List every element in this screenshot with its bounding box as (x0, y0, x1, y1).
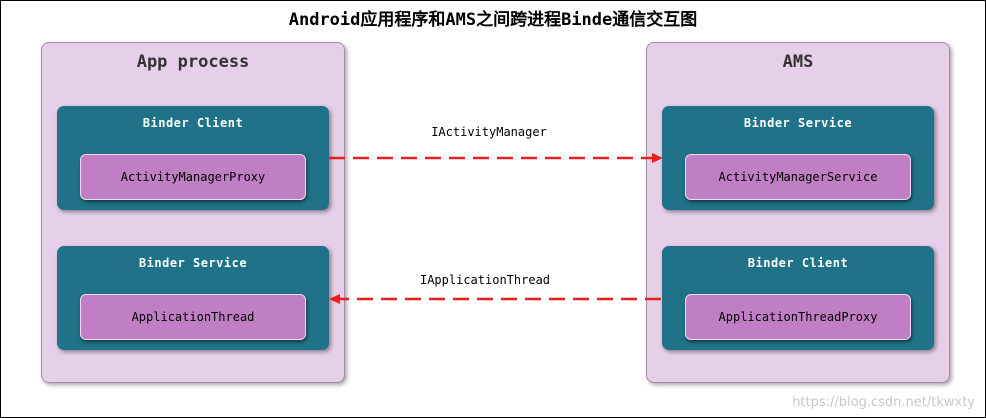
activity-manager-proxy-box: ActivityManagerProxy (80, 154, 306, 200)
iactivitymanager-label: IActivityManager (431, 125, 547, 139)
application-thread-box: ApplicationThread (80, 294, 306, 340)
ams-binder-client-box: Binder Client ApplicationThreadProxy (662, 246, 934, 350)
application-thread-proxy-box: ApplicationThreadProxy (685, 294, 911, 340)
arrow-to-app (329, 294, 661, 304)
diagram-title: Android应用程序和AMS之间跨进程Binde通信交互图 (288, 10, 698, 30)
app-binder-client-box: Binder Client ActivityManagerProxy (57, 106, 329, 210)
ams-process-label: AMS (782, 52, 814, 72)
app-binder-service-label: Binder Service (138, 256, 248, 270)
app-binder-service-box: Binder Service ApplicationThread (57, 246, 329, 350)
ams-process-container: AMS Binder Service ActivityManagerServic… (646, 42, 950, 383)
iapplicationthread-label: IApplicationThread (419, 273, 551, 287)
ams-binder-service-box: Binder Service ActivityManagerService (662, 106, 934, 210)
ams-binder-service-label: Binder Service (743, 116, 853, 130)
watermark-text: https://blog.csdn.net/tkwxty (792, 395, 975, 410)
app-process-container: App process Binder Client ActivityManage… (41, 42, 345, 383)
ams-binder-client-label: Binder Client (747, 256, 849, 270)
arrow-to-ams (329, 153, 663, 163)
app-binder-client-label: Binder Client (142, 116, 244, 130)
app-process-label: App process (136, 52, 250, 72)
activity-manager-service-box: ActivityManagerService (685, 154, 911, 200)
